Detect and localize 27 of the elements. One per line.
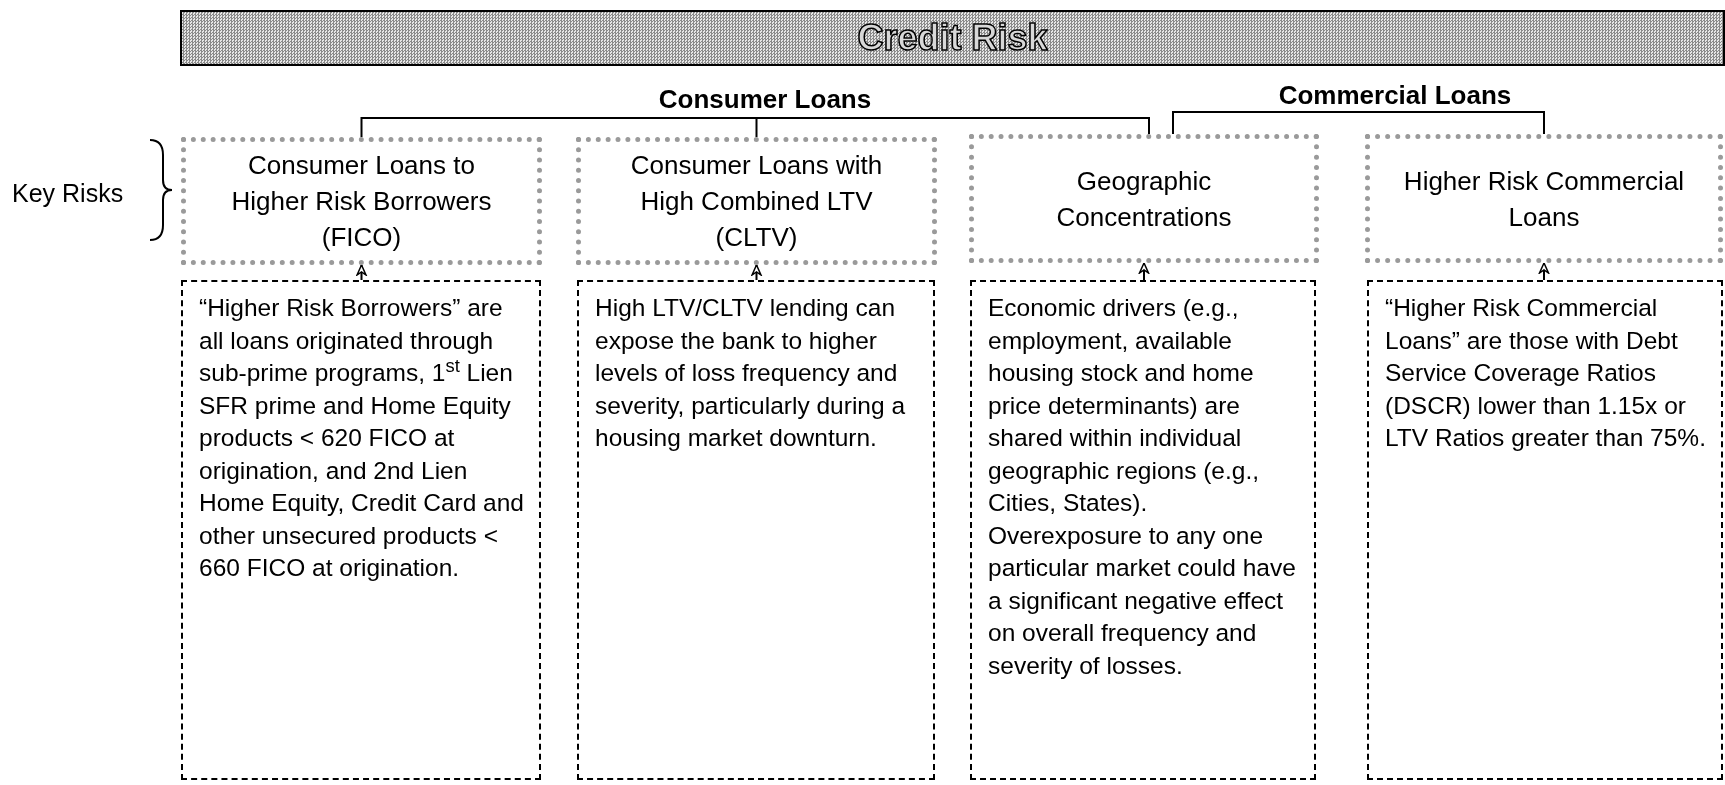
risk-box (1365, 134, 1723, 263)
arrow (356, 264, 367, 281)
description-box (181, 280, 541, 780)
bracket-line (764, 117, 1150, 135)
description-text: “Higher Risk Borrowers” are all loans originated through sub-prime programs, 1$^{st}$ Lien SFR prime and Home Equity products < 620 FICO at origination, and 2nd Lien Home Equity, Credit Card and other unsecured products < 660 FICO at origination. (199, 294, 524, 581)
risk-box (181, 137, 542, 265)
description-text: Economic drivers (e.g., employment, available housing stock and home price determinants) are shared within individual geographic regions (e.g., Cities, States). Overexposure to any one particular market could have a significant negative effect on overall frequency and severity of losses. (988, 294, 1296, 679)
risk-title: Consumer Loans to Higher Risk Borrowers (FICO) (230, 149, 493, 254)
description-box (1367, 280, 1723, 780)
description-box (970, 280, 1316, 780)
bracket-line (1394, 111, 1545, 135)
row-label: Key Risks (12, 178, 124, 209)
arrow (1538, 262, 1550, 281)
header-text: Commercial Loans (1278, 79, 1512, 112)
arrow (1138, 262, 1150, 281)
risk-title: Consumer Loans with High Combined LTV (CLTV) (629, 149, 884, 254)
description-text: High LTV/CLTV lending can expose the bank to higher levels of loss frequency and severity, particularly during a housing market downturn. (595, 294, 905, 451)
risk-title: Geographic Concentrations (1055, 164, 1233, 234)
header-text: Consumer Loans (658, 83, 872, 116)
risk-title: Higher Risk Commercial Loans (1402, 164, 1686, 234)
bracket-line (755, 117, 766, 138)
description-box (577, 280, 935, 780)
arrow (751, 264, 762, 281)
bracket-line (1172, 111, 1396, 135)
risk-box (969, 134, 1319, 263)
risk-box (576, 137, 937, 265)
description-text: “Higher Risk Commercial Loans” are those with Debt Service Coverage Ratios (DSCR) lower than 1.15x or LTV Ratios greater than 75%. (1385, 294, 1706, 451)
